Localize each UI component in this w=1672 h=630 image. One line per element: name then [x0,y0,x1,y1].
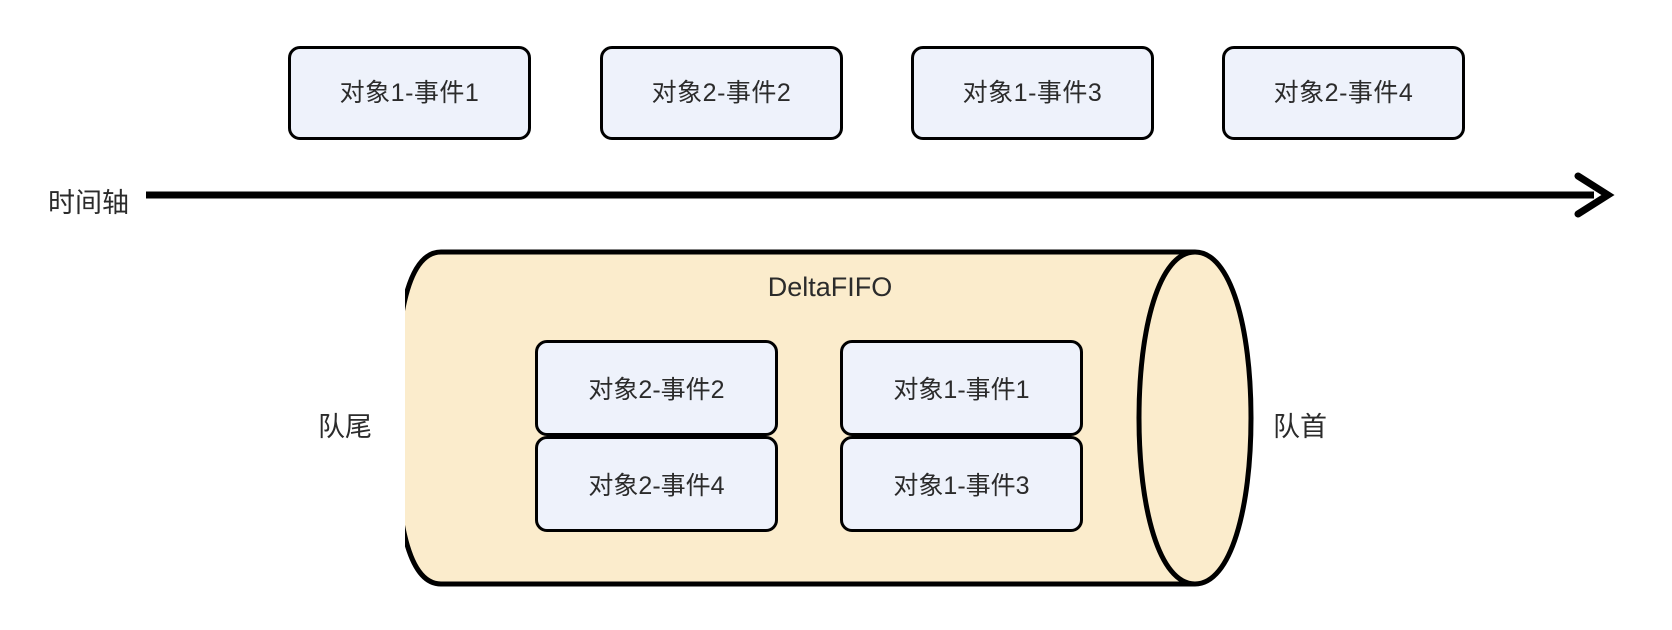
timeline-arrow-icon [146,172,1615,218]
timeline-event-label: 对象2-事件2 [651,78,792,107]
timeline-event-label: 对象1-事件3 [962,78,1103,107]
timeline-event-box: 对象2-事件2 [600,46,843,140]
deltafifo-cylinder: DeltaFIFO 对象2-事件2 对象2-事件4 对象1-事件1 对象1-事件… [405,248,1255,588]
queue-item-label: 对象2-事件2 [588,376,725,404]
queue-item-box: 对象2-事件4 [535,436,778,532]
queue-tail-label: 队尾 [318,412,372,442]
cylinder-shape [405,249,1254,587]
timeline-event-label: 对象2-事件4 [1273,78,1414,107]
timeline-event-box: 对象2-事件4 [1222,46,1465,140]
timeline-axis-label: 时间轴 [48,188,129,218]
queue-item-label: 对象1-事件3 [893,472,1030,500]
queue-head-label: 队首 [1273,412,1327,442]
queue-item-label: 对象2-事件4 [588,472,725,500]
timeline-event-box: 对象1-事件3 [911,46,1154,140]
timeline-event-box: 对象1-事件1 [288,46,531,140]
queue-item-box: 对象1-事件3 [840,436,1083,532]
timeline-event-label: 对象1-事件1 [339,78,480,107]
queue-item-label: 对象1-事件1 [893,376,1030,404]
queue-item-box: 对象1-事件1 [840,340,1083,436]
queue-item-box: 对象2-事件2 [535,340,778,436]
